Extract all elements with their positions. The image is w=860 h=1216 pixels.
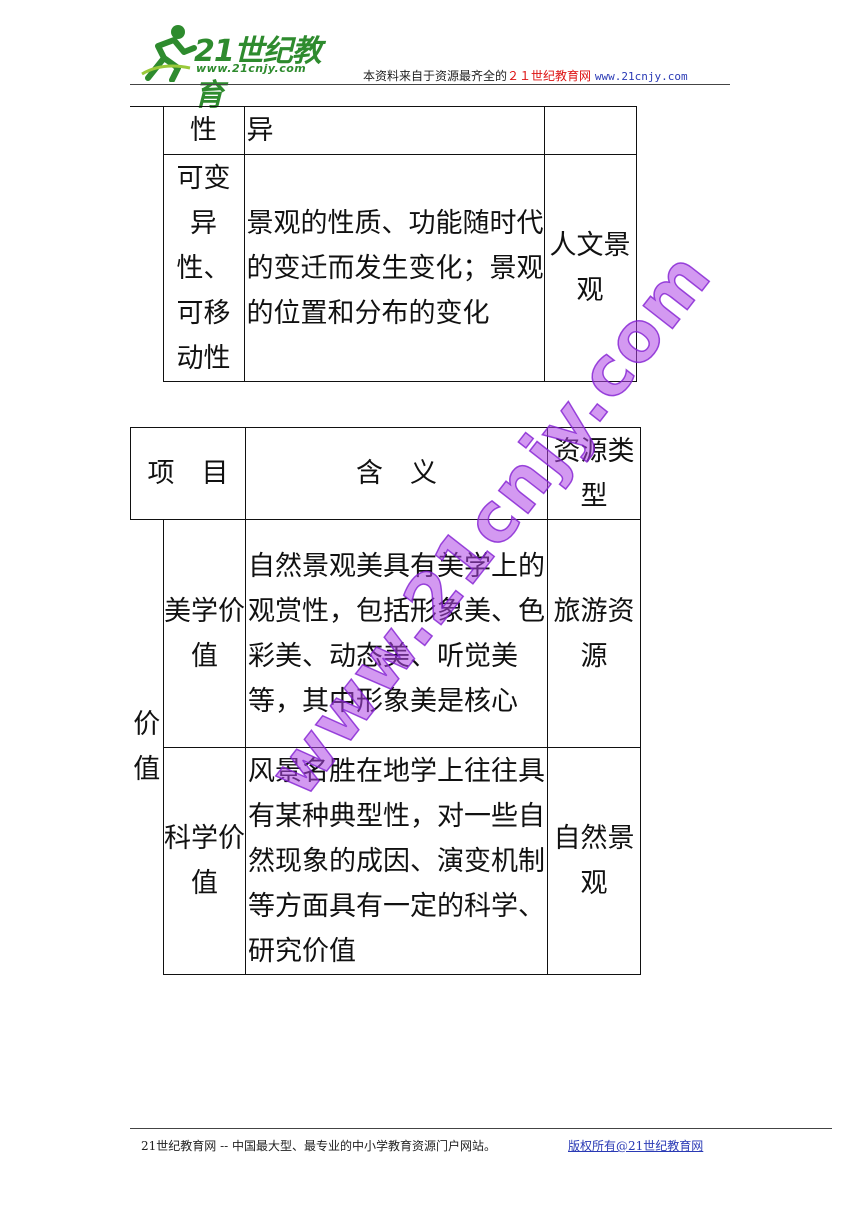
type-cell: 人文景观 [543, 154, 637, 382]
logo-url: www.21cnjy.com [196, 62, 307, 75]
header-divider [130, 84, 730, 85]
meaning-cell: 自然景观美具有美学上的观赏性，包括形象美、色彩美、动态美、听觉美等，其中形象美是… [245, 519, 548, 748]
value-name-cell: 科学价值 [163, 747, 246, 975]
type-cell [543, 106, 637, 155]
type-cell: 旅游资源 [547, 519, 641, 748]
column-header-meaning: 含 义 [245, 427, 548, 520]
column-header-type: 资源类型 [547, 427, 641, 520]
site-logo[interactable]: 21世纪教育 www.21cnjy.com [138, 22, 338, 113]
tagline-prefix: 本资料来自于资源最齐全的 [363, 69, 508, 83]
header-tagline: 本资料来自于资源最齐全的２１世纪教育网 www.21cnjy.com [363, 67, 688, 84]
tagline-url[interactable]: www.21cnjy.com [594, 70, 688, 83]
table-row: 可变异性、可移动性 景观的性质、功能随时代的变迁而发生变化；景观的位置和分布的变… [130, 154, 637, 382]
table-row: 价值 美学价值 自然景观美具有美学上的观赏性，包括形象美、色彩美、动态美、听觉美… [130, 519, 641, 975]
meaning-cell: 风景名胜在地学上往往具有某种典型性，对一些自然现象的成因、演变机制等方面具有一定… [245, 747, 548, 975]
group-label-cell: 价值 [130, 519, 164, 975]
table-header-row: 项 目 含 义 资源类型 [130, 427, 641, 520]
meaning-cell: 景观的性质、功能随时代的变迁而发生变化；景观的位置和分布的变化 [243, 154, 545, 382]
footer-divider [130, 1128, 832, 1129]
footer-text: 21世纪教育网 -- 中国最大型、最专业的中小学教育资源门户网站。 [141, 1139, 497, 1153]
table-row: 科学价值 风景名胜在地学上往往具有某种典型性，对一些自然现象的成因、演变机制等方… [131, 747, 641, 975]
landscape-traits-table: 性 异 可变异性、可移动性 景观的性质、功能随时代的变迁而发生变化；景观的位置和… [130, 106, 637, 382]
attribute-cell: 可变异性、可移动性 [162, 154, 245, 382]
page-header: 21世纪教育 www.21cnjy.com 本资料来自于资源最齐全的２１世纪教育… [0, 0, 860, 113]
logo-text: 21世纪教育 [194, 34, 322, 113]
copyright-link[interactable]: 版权所有@21世纪教育网 [568, 1139, 704, 1153]
value-name-cell: 美学价值 [163, 519, 246, 748]
landscape-value-table: 项 目 含 义 资源类型 价值 美学价值 自然景观美具有美学上的观赏性，包括形象… [130, 427, 641, 975]
column-header-item: 项 目 [130, 427, 246, 520]
runner-icon [141, 25, 197, 82]
table-row: 性 异 [130, 106, 637, 382]
tagline-brand[interactable]: ２１世纪教育网 [507, 69, 592, 83]
group-cell [130, 106, 164, 382]
attribute-cell: 性 [162, 106, 245, 155]
type-cell: 自然景观 [547, 747, 641, 975]
meaning-cell: 异 [243, 106, 545, 155]
